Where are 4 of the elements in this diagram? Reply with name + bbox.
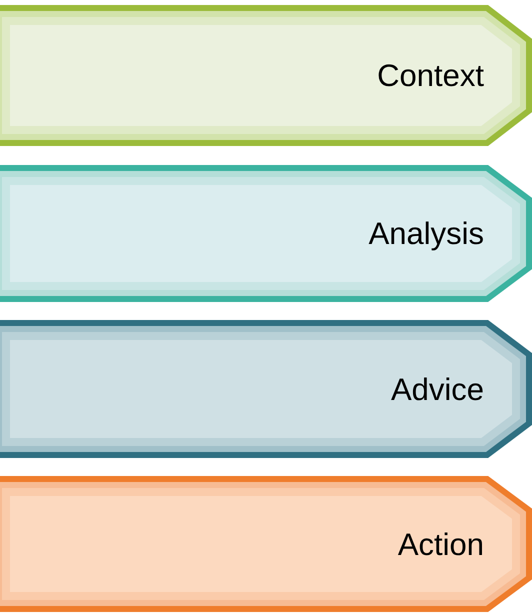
step-label: Advice	[390, 374, 484, 404]
step-label: Context	[377, 60, 484, 91]
step-label: Analysis	[368, 218, 484, 249]
step-label: Action	[398, 528, 484, 560]
